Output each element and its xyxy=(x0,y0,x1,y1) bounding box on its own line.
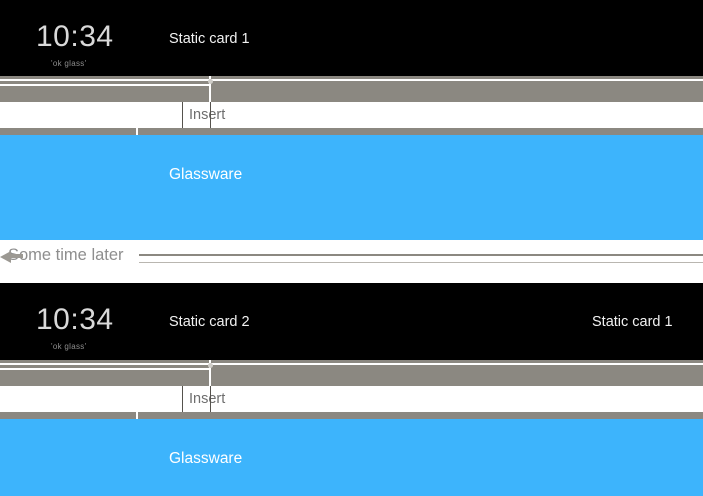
timeline-node-icon-after xyxy=(208,363,213,368)
left-arrow-icon xyxy=(0,251,11,263)
glassware-card-after[interactable]: Glassware xyxy=(0,419,703,496)
static-card-1-label: Static card 1 xyxy=(169,31,250,47)
timeline-split-upper xyxy=(209,76,211,102)
static-card-2-label: Static card 2 xyxy=(169,314,250,330)
insert-split-after-2 xyxy=(210,386,211,412)
timeline-hairline-left xyxy=(0,84,211,86)
glass-card-after[interactable]: 10:34 'ok glass' Static card 2 Static ca… xyxy=(0,283,703,360)
timeline-hairline-top xyxy=(0,79,703,81)
insert-split-after xyxy=(182,386,183,412)
clock-time-after: 10:34 xyxy=(36,303,114,336)
left-arrow-tail xyxy=(9,254,23,258)
glassware-label-after: Glassware xyxy=(169,450,243,467)
timeline-split-upper-after xyxy=(209,360,211,386)
insert-split-before xyxy=(182,102,183,128)
timeline-node-icon xyxy=(208,79,213,84)
divider-rule-bottom xyxy=(139,262,703,263)
timeline-split-lower-after xyxy=(136,412,138,419)
glass-card-before[interactable]: 10:34 'ok glass' Static card 1 xyxy=(0,0,703,76)
hotword-hint: 'ok glass' xyxy=(51,59,87,68)
timeline-split-lower xyxy=(136,128,138,135)
timeline-track-lower[interactable] xyxy=(0,128,703,135)
insert-row-before[interactable]: Insert xyxy=(0,102,703,128)
timeline-track-lower-after[interactable] xyxy=(0,412,703,419)
glassware-card-before[interactable]: Glassware xyxy=(0,135,703,240)
insert-split-before-2 xyxy=(210,102,211,128)
hotword-hint-after: 'ok glass' xyxy=(51,342,87,351)
clock-time: 10:34 xyxy=(36,20,114,53)
glassware-label: Glassware xyxy=(169,166,243,183)
some-time-later-label: Some time later xyxy=(8,246,124,264)
insert-row-after[interactable]: Insert xyxy=(0,386,703,412)
insert-label: Insert xyxy=(189,107,226,123)
insert-label-after: Insert xyxy=(189,391,226,407)
some-time-later-row: Some time later xyxy=(0,240,703,283)
timeline-hairline-left-after xyxy=(0,368,211,370)
divider-rule-top xyxy=(139,254,703,256)
timeline-hairline-top-after xyxy=(0,363,703,365)
static-card-1-label-after: Static card 1 xyxy=(592,314,673,330)
